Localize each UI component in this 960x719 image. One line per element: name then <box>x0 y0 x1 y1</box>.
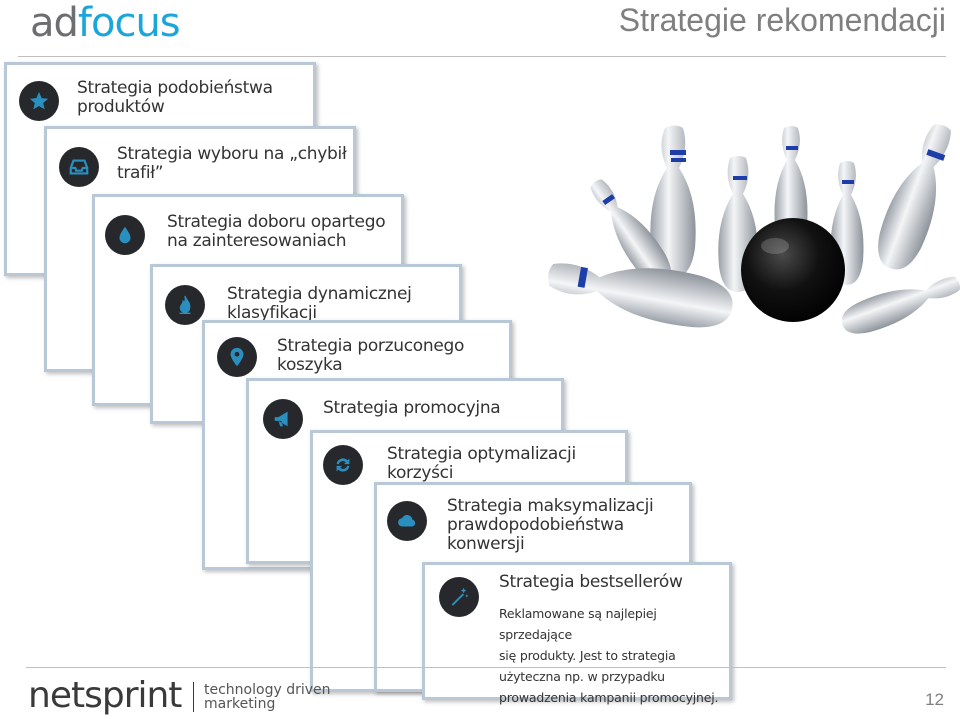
star-icon <box>19 81 59 121</box>
refresh-icon <box>323 445 363 485</box>
cloud-icon <box>387 501 427 541</box>
top-divider <box>18 56 946 57</box>
magic-wand-icon <box>439 577 479 617</box>
inbox-icon <box>59 147 99 187</box>
bottom-divider <box>26 667 946 668</box>
logo-ad: ad <box>30 0 78 46</box>
page-title: Strategie rekomendacji <box>619 0 946 40</box>
netsprint-logo: netsprint <box>28 676 181 716</box>
tagline: technology driven marketing <box>204 683 331 711</box>
card-description: Reklamowane są najlepiej sprzedające się… <box>499 603 729 708</box>
card-strategy-bestsellers[interactable]: Strategia bestsellerów Reklamowane są na… <box>422 562 732 700</box>
page-number: 12 <box>925 690 944 710</box>
logo-focus: focus <box>78 0 180 46</box>
card-title: Strategia promocyjna <box>323 399 500 418</box>
card-title: Strategia bestsellerów <box>499 573 683 592</box>
pin-5 <box>869 118 960 276</box>
megaphone-icon <box>263 399 303 439</box>
footer-divider <box>193 682 194 712</box>
drop-icon <box>105 215 145 255</box>
fire-icon <box>165 285 205 325</box>
bowling-illustration <box>500 118 960 338</box>
adfocus-logo: adfocus <box>30 2 180 44</box>
bowling-ball <box>741 218 845 322</box>
map-pin-icon <box>217 337 257 377</box>
